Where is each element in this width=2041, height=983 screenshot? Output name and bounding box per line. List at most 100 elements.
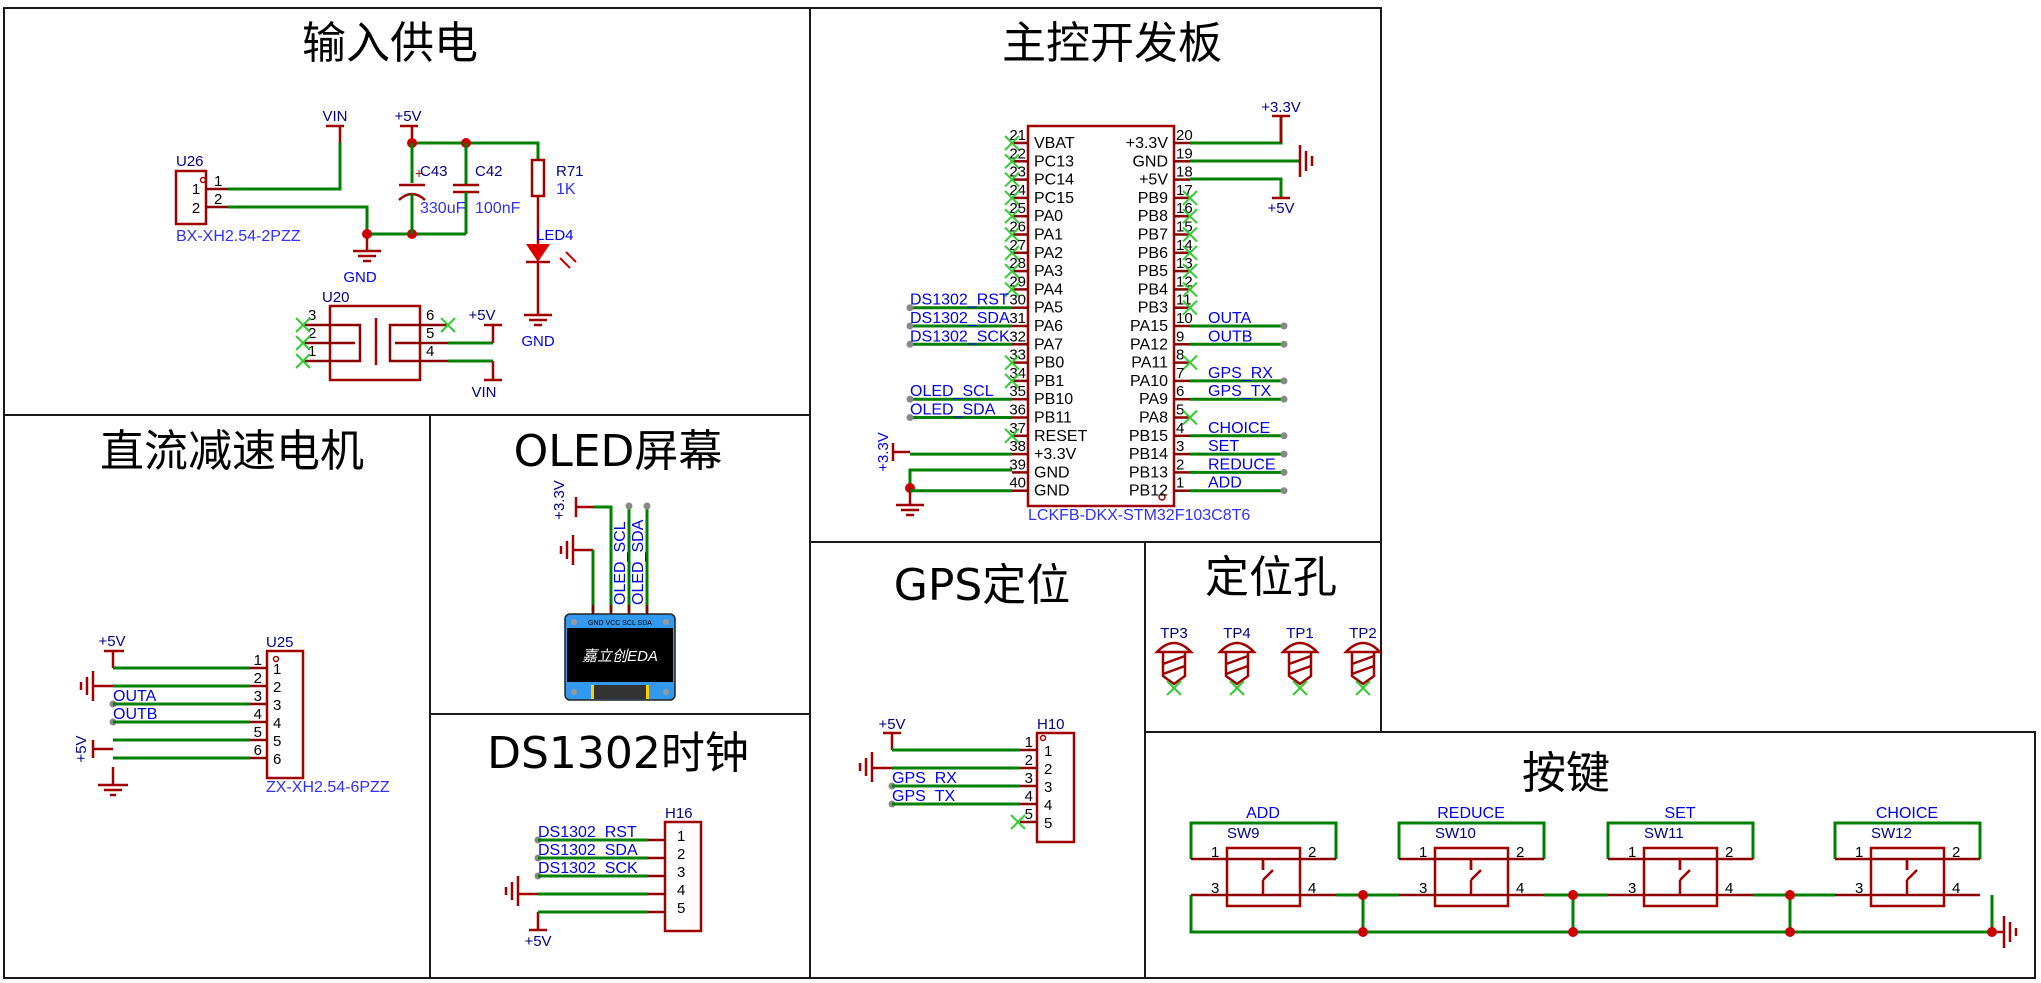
no-connect-icon	[295, 317, 456, 369]
mount-hole-icon	[663, 619, 669, 625]
no-connect-icon	[1004, 428, 1020, 444]
section-title-gps: GPS定位	[894, 560, 1071, 611]
key-pin-num: 4	[1725, 880, 1733, 897]
mcu-pin-name: PA1	[1034, 227, 1063, 244]
mcu-p33-left-label: +3.3V	[875, 432, 892, 472]
p5v-label: +5V	[394, 108, 421, 125]
net-label[interactable]: OLED_SCL	[910, 383, 994, 400]
mcu-pin-num: 40	[1009, 475, 1026, 492]
mcu-pin-num: 10	[1176, 310, 1193, 327]
net-label[interactable]: DS1302_RST	[538, 824, 637, 841]
u26-body[interactable]	[174, 169, 208, 226]
net-label[interactable]: DS1302_SCK	[910, 328, 1010, 345]
net-label[interactable]: ADD	[1208, 475, 1242, 492]
wire	[228, 205, 369, 234]
screw-head-icon	[1280, 641, 1320, 654]
u25-pin-label: 2	[273, 679, 281, 696]
mcu-pin-num: 39	[1009, 456, 1026, 473]
u26-ref: U26	[176, 153, 204, 170]
key-pin-num: 1	[1628, 844, 1636, 861]
oled-p33-label: +3.3V	[551, 480, 568, 520]
key-net-label[interactable]: CHOICE	[1876, 805, 1938, 822]
net-label[interactable]: CHOICE	[1208, 420, 1270, 437]
junction-dot	[1987, 927, 1997, 937]
key-net-label[interactable]: ADD	[1246, 805, 1280, 822]
pin1-marker-icon	[199, 176, 207, 184]
mcu-pin-num: 38	[1009, 438, 1026, 455]
frame-left	[3, 7, 811, 979]
section-frames	[3, 7, 2036, 979]
mcu-pin-name: PB4	[1138, 281, 1168, 298]
key-switch-body[interactable]	[1869, 846, 1946, 908]
net-label[interactable]: OUTA	[113, 688, 157, 705]
h10-pin-num: 3	[1025, 770, 1033, 787]
mcu-pin-name: +5V	[1139, 172, 1168, 189]
no-connect-icon	[1182, 226, 1198, 243]
resistor-icon[interactable]	[530, 158, 546, 198]
net-end-dot	[1280, 395, 1288, 403]
net-label[interactable]: DS1302_RST	[910, 292, 1009, 309]
mcu-pin-name: PA12	[1130, 336, 1168, 353]
mcu-pin-name: GND	[1034, 464, 1070, 481]
net-label[interactable]: REDUCE	[1208, 456, 1276, 473]
net-label[interactable]: DS1302_SCK	[538, 860, 638, 877]
key-net-label[interactable]: SET	[1664, 805, 1695, 822]
c43-value: 330uF	[420, 200, 466, 217]
net-label[interactable]: OUTA	[1208, 310, 1252, 327]
key-switch-body[interactable]	[1225, 846, 1302, 908]
u25-pin-label: 6	[273, 751, 281, 768]
rtc-p5v-label: +5V	[524, 933, 551, 950]
net-label[interactable]: OLED_SDA	[910, 402, 996, 419]
net-end-dot	[906, 340, 914, 348]
mcu-pin-num: 26	[1009, 219, 1026, 236]
h10-body[interactable]	[1035, 731, 1076, 844]
u20-pin: 6	[426, 307, 434, 324]
u25-body[interactable]	[265, 649, 305, 780]
net-label[interactable]: DS1302_SDA	[538, 842, 638, 859]
u25-pin-num: 3	[254, 688, 262, 705]
no-connect-icon	[1010, 814, 1026, 830]
mcu-body[interactable]	[1026, 124, 1176, 508]
net-label[interactable]: GPS_TX	[1208, 383, 1271, 400]
net-label[interactable]: GPS_RX	[1208, 365, 1273, 382]
u25-pin-label: 1	[273, 661, 281, 678]
net-label[interactable]: OUTB	[113, 706, 157, 723]
net-label[interactable]: GPS_TX	[892, 788, 955, 805]
no-connect-icon	[1004, 281, 1020, 298]
no-connect-icon	[1182, 354, 1198, 371]
mcu-pin-name: PB3	[1138, 300, 1168, 317]
wire	[1189, 895, 1994, 934]
screw-head-icon	[1343, 641, 1383, 654]
screw-thread-icon	[1288, 654, 1312, 666]
key-net-label[interactable]: REDUCE	[1437, 805, 1505, 822]
screw-body-icon	[1350, 652, 1376, 686]
net-label[interactable]: DS1302_SDA	[910, 310, 1010, 327]
u25-pin-num: 6	[254, 742, 262, 759]
mcu-pin-num: 35	[1009, 383, 1026, 400]
screw-thread-icon	[1351, 664, 1375, 676]
mcu-pin-num: 6	[1176, 383, 1184, 400]
net-label[interactable]: GPS_RX	[892, 770, 957, 787]
h10-pin-num: 1	[1025, 734, 1033, 751]
no-connect-icon	[1182, 409, 1198, 426]
mcu-pin-num: 4	[1176, 420, 1184, 437]
key-switch-body[interactable]	[1642, 846, 1719, 908]
key-ref: SW10	[1435, 825, 1476, 842]
mcu-pin-name: PB14	[1129, 446, 1168, 463]
h10-pin-num: 4	[1025, 788, 1033, 805]
net-label[interactable]: OUTB	[1208, 328, 1252, 345]
motor-p5v-label: +5V	[98, 633, 125, 650]
mcu-pin-num: 29	[1009, 273, 1026, 290]
screw-thread-icon	[1288, 664, 1312, 676]
mcu-pin-num: 21	[1009, 127, 1026, 144]
oled-screen	[567, 628, 673, 682]
mcu-pin-num: 33	[1009, 347, 1026, 364]
net-label[interactable]: SET	[1208, 438, 1239, 455]
key-switch-body[interactable]	[1433, 846, 1510, 908]
key-pin-num: 2	[1308, 844, 1316, 861]
mcu-pin-name: PB6	[1138, 245, 1168, 262]
net-end-dot	[643, 502, 651, 510]
mcu-pin-num: 5	[1176, 402, 1184, 419]
mcu-pin-num: 17	[1176, 182, 1193, 199]
